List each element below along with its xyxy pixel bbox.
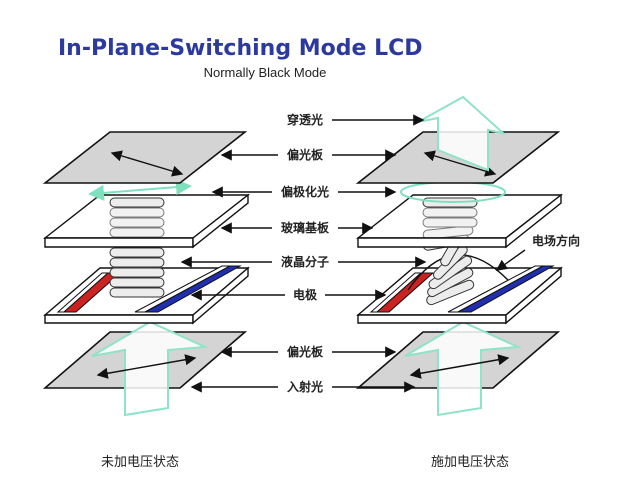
electrode-positive — [375, 272, 435, 313]
polarized-light-arrow — [88, 179, 192, 201]
label-lc-molecules: 液晶分子 — [281, 254, 329, 269]
label-glass-substrate: 玻璃基板 — [281, 220, 330, 235]
polarization-axis-arrow — [423, 150, 497, 177]
polarization-axis-arrow — [96, 354, 197, 379]
label-polarizer-top: 偏光板 — [287, 147, 324, 162]
top-polarizer — [42, 131, 248, 184]
diagram-subtitle: Normally Black Mode — [204, 65, 327, 80]
center-labels: 穿透光 偏光板 偏极化光 玻璃基板 液晶分子 电极 偏光板 入射光 电场方向 — [180, 112, 580, 394]
polarization-axis-arrow — [110, 150, 184, 177]
left-panel-no-voltage — [42, 131, 251, 417]
electrode-negative — [457, 265, 555, 313]
label-polarizer-bottom: 偏光板 — [287, 344, 324, 359]
label-polarized-light: 偏极化光 — [281, 184, 329, 199]
polarization-axis-arrow — [409, 354, 510, 379]
electrode-negative — [144, 265, 242, 313]
caption-no-voltage: 未加电压状态 — [101, 455, 179, 470]
caption-voltage-applied: 施加电压状态 — [431, 455, 509, 470]
label-transmitted-light: 穿透光 — [287, 112, 323, 127]
label-electrode: 电极 — [293, 287, 318, 302]
diagram-title: In-Plane-Switching Mode LCD — [58, 36, 423, 61]
right-panel-voltage-applied — [355, 95, 564, 417]
transmitted-light-arrow — [417, 95, 507, 172]
label-field-direction: 电场方向 — [532, 233, 580, 248]
label-incident-light: 入射光 — [287, 379, 323, 394]
